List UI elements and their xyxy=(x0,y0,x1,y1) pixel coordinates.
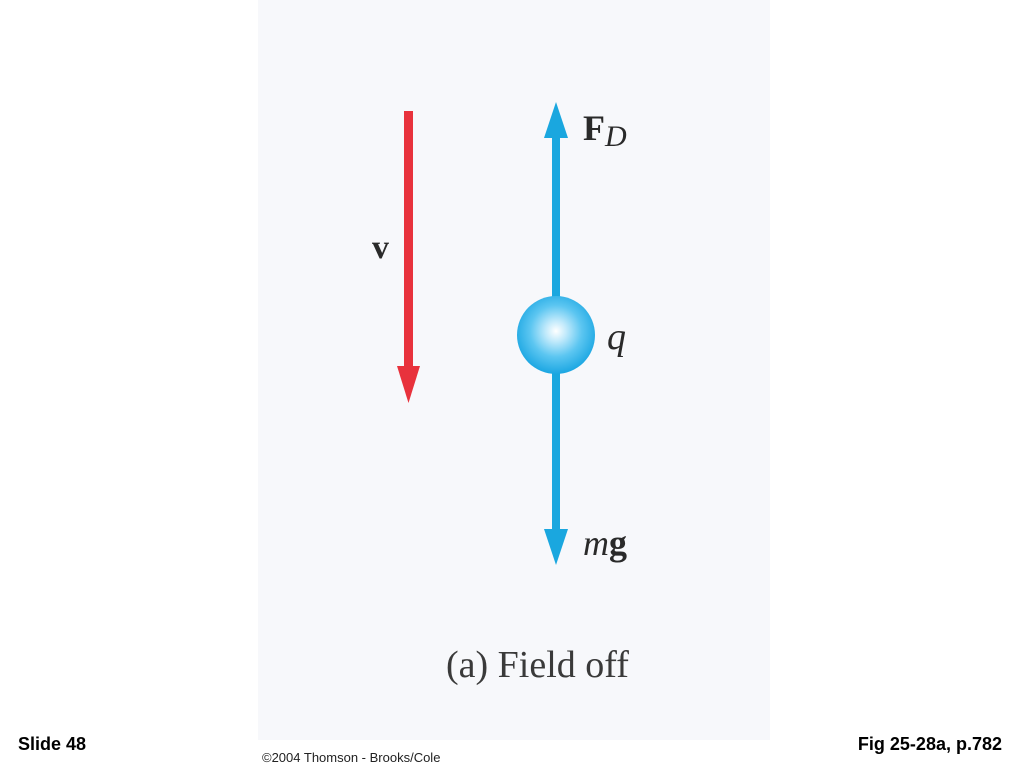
drag-force-label-sub: D xyxy=(605,120,627,153)
weight-arrow xyxy=(544,370,568,565)
copyright-notice: ©2004 Thomson - Brooks/Cole xyxy=(262,750,441,765)
figure-panel xyxy=(258,0,770,740)
weight-label: mg xyxy=(583,525,627,561)
figure-reference: Fig 25-28a, p.782 xyxy=(857,734,1002,754)
drag-force-label: FD xyxy=(583,108,627,152)
drag-force-arrow xyxy=(544,102,568,300)
slide-number: Slide 48 xyxy=(18,734,87,754)
velocity-label: v xyxy=(372,229,389,266)
weight-label-m: m xyxy=(583,523,609,563)
velocity-arrow xyxy=(397,111,420,403)
charge-label: q xyxy=(607,316,626,358)
charge-sphere xyxy=(517,296,595,374)
drag-force-label-main: F xyxy=(583,108,605,148)
figure-caption: (a) Field off xyxy=(446,644,629,686)
weight-label-g: g xyxy=(609,523,627,563)
